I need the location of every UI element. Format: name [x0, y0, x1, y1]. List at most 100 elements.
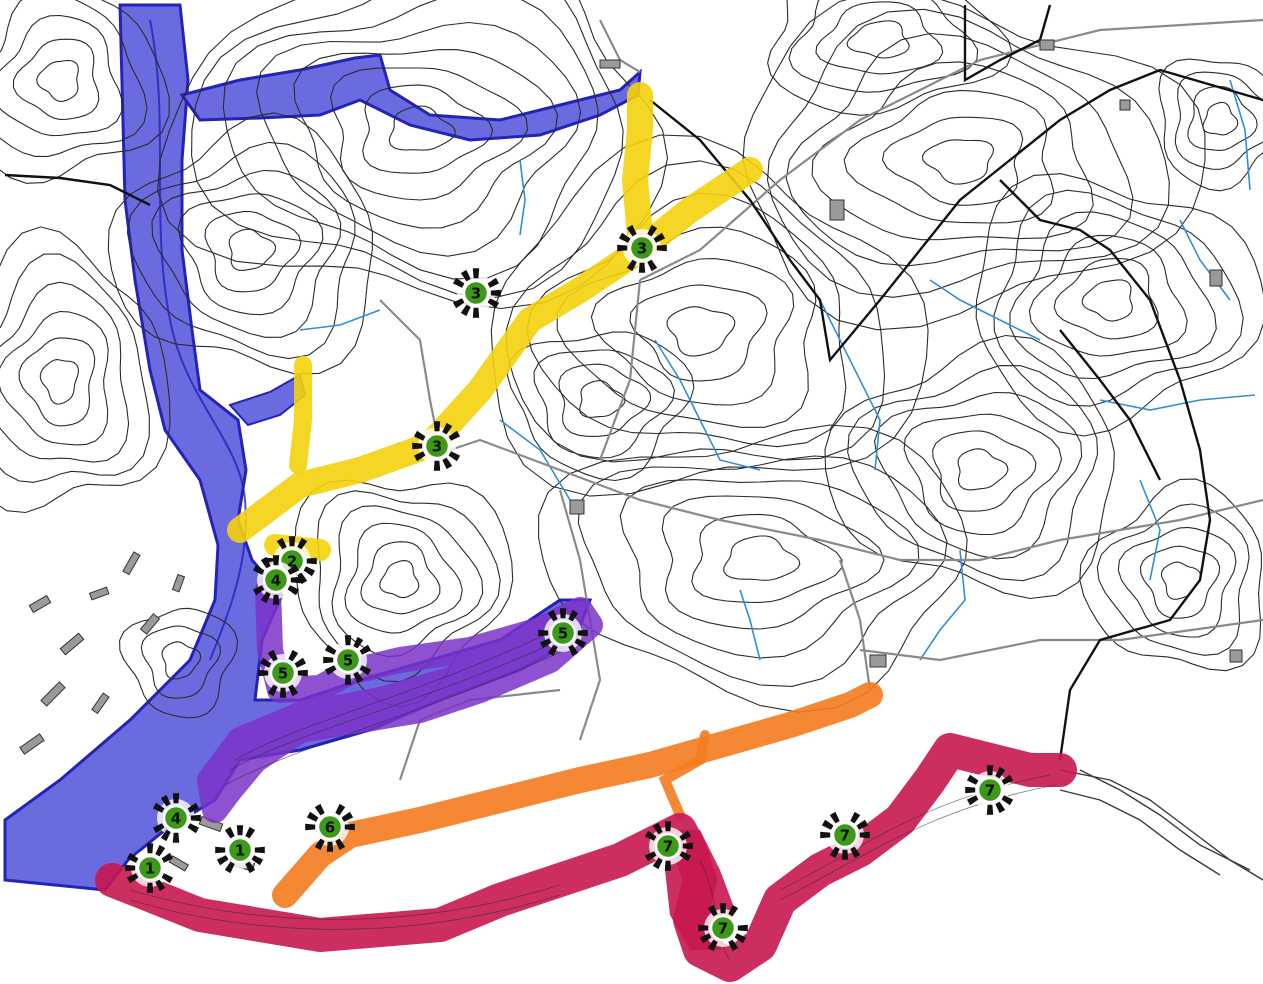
direction-tick [236, 825, 244, 836]
direction-tick [664, 860, 672, 871]
direction-tick [644, 830, 657, 841]
contour-line [1158, 58, 1263, 192]
boundary-5 [1059, 329, 1162, 481]
direction-tick [539, 638, 552, 649]
stream-1 [654, 339, 761, 471]
corridor-hatching [129, 629, 1056, 961]
marker-disc [462, 279, 490, 307]
contour-line [126, 141, 356, 360]
viewpoint-marker-7[interactable]: 7 [820, 811, 870, 860]
building [869, 654, 887, 668]
direction-tick [829, 846, 840, 859]
direction-tick [335, 838, 346, 851]
viewpoint-marker-5[interactable]: 5 [258, 649, 308, 698]
contour-line [526, 192, 847, 448]
direction-tick [433, 421, 441, 432]
marker-disc [226, 836, 254, 864]
direction-tick [125, 864, 136, 872]
contour-line [330, 67, 529, 201]
direction-tick [260, 591, 271, 604]
contour-line [506, 331, 695, 482]
direction-tick [216, 855, 229, 866]
contour-line [881, 116, 1024, 206]
direction-tick [547, 609, 558, 622]
contour-line [0, 253, 150, 483]
direction-tick [344, 674, 352, 685]
direction-tick [224, 861, 235, 874]
stream-2 [819, 299, 881, 471]
viewpoint-marker-3[interactable]: 3 [452, 268, 501, 318]
direction-tick [161, 852, 174, 863]
contour-line [533, 349, 675, 459]
stream-4 [1099, 394, 1256, 411]
direction-tick [850, 846, 861, 859]
stream-5 [919, 549, 966, 661]
direction-tick [297, 669, 308, 677]
marker-disc [628, 234, 656, 262]
viewpoint-marker-1[interactable]: 1 [215, 825, 265, 874]
direction-tick [737, 924, 748, 932]
direction-tick [259, 657, 272, 668]
viewpoint-marker-4[interactable]: 4 [252, 555, 301, 605]
contour-line [0, 0, 148, 157]
direction-tick [326, 841, 334, 852]
road-6 [598, 279, 642, 461]
direction-tick [412, 442, 423, 450]
boundaries [4, 4, 1263, 761]
direction-tick [617, 244, 628, 252]
contour-line [815, 1, 944, 75]
contour-line [490, 134, 929, 497]
contour-line [228, 228, 277, 271]
direction-tick [288, 536, 296, 547]
direction-tick [297, 537, 308, 550]
viewpoint-marker-3[interactable]: 3 [412, 421, 461, 471]
estuary-creek [228, 373, 307, 427]
viewpoint-marker-7[interactable]: 7 [644, 821, 693, 871]
contour-line [975, 173, 1263, 437]
contour-line [932, 430, 1037, 512]
direction-tick [353, 671, 364, 684]
viewpoint-marker-1[interactable]: 1 [125, 843, 174, 893]
direction-tick [254, 846, 265, 854]
viewpoint-marker-4[interactable]: 4 [152, 793, 201, 843]
viewpoint-marker-3[interactable]: 3 [617, 224, 667, 273]
marker-disc [423, 432, 451, 460]
contour-line [785, 32, 1134, 267]
direction-tick [679, 851, 692, 862]
contour-line [1187, 85, 1258, 151]
direction-tick [656, 244, 667, 252]
direction-tick [1001, 795, 1014, 806]
contour-line [556, 226, 817, 428]
direction-tick [155, 879, 166, 892]
contour-line [39, 359, 79, 405]
direction-tick [490, 289, 501, 297]
viewpoint-marker-5[interactable]: 5 [323, 635, 372, 685]
direction-tick [829, 811, 840, 824]
marker-number: 2 [287, 553, 297, 571]
direction-tick [647, 224, 658, 237]
direction-tick [305, 823, 316, 831]
marker-number: 1 [145, 860, 155, 878]
direction-tick [359, 665, 372, 676]
direction-tick [245, 861, 256, 874]
viewpoint-marker-6[interactable]: 6 [305, 803, 355, 852]
hatch-line [229, 639, 561, 771]
marker-number: 1 [235, 842, 245, 860]
contour-line [344, 522, 463, 634]
contour-line [558, 363, 652, 437]
viewpoint-marker-7[interactable]: 7 [698, 903, 748, 952]
viewpoint-marker-7[interactable]: 7 [965, 765, 1014, 815]
direction-tick [252, 564, 265, 575]
direction-tick [664, 821, 672, 832]
boundary-1 [4, 173, 151, 207]
contour-line [140, 625, 221, 699]
marker-disc [976, 776, 1004, 804]
contour-line [619, 479, 920, 659]
contour-line [36, 59, 79, 102]
viewpoint-marker-5[interactable]: 5 [538, 608, 588, 657]
marker-number: 3 [637, 240, 647, 258]
building [1039, 39, 1055, 51]
building [599, 59, 621, 69]
